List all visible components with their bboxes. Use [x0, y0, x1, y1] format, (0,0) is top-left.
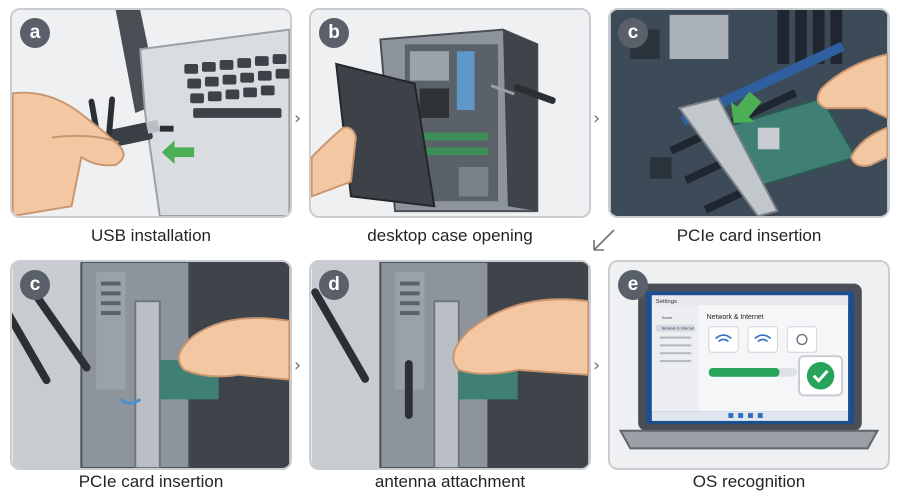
panel-e: Settings Network & Internet Home Network… — [608, 260, 890, 470]
pcie-card-rear-illustration — [12, 262, 290, 468]
arrow-right-icon: › — [593, 355, 601, 376]
arrow-right-icon: › — [294, 108, 302, 129]
antenna-attach-illustration — [311, 262, 589, 468]
arrow-diagonal-icon — [590, 228, 616, 254]
section-title: Network & Internet — [707, 314, 764, 321]
panel-c-bottom: c — [10, 260, 292, 470]
os-recognition-illustration: Settings Network & Internet Home Network… — [610, 262, 888, 468]
step-badge: e — [618, 270, 648, 300]
step-badge: b — [319, 18, 349, 48]
step-caption: PCIe card insertion — [78, 472, 224, 491]
desktop-case-open-illustration — [311, 10, 589, 216]
step-caption: OS recognition — [692, 472, 806, 491]
sidebar-item[interactable]: Network & Internet — [662, 326, 695, 331]
step-badge: a — [20, 18, 50, 48]
panel-c-top: c — [608, 8, 890, 218]
step-caption: USB installation — [90, 226, 211, 245]
step-caption: PCIe card insertion — [676, 226, 822, 245]
pcie-card-motherboard-illustration — [610, 10, 888, 216]
step-badge: c — [618, 18, 648, 48]
sidebar-item[interactable]: Home — [662, 315, 672, 320]
panel-b: b — [309, 8, 591, 218]
panel-a: a — [10, 8, 292, 218]
step-badge: d — [319, 270, 349, 300]
step-caption: antenna attachment — [374, 472, 526, 491]
usb-adapter-laptop-illustration — [12, 10, 290, 216]
panel-d: d — [309, 260, 591, 470]
arrow-right-icon: › — [294, 355, 302, 376]
arrow-right-icon: › — [593, 108, 601, 129]
step-badge: c — [20, 270, 50, 300]
step-caption: desktop case opening — [367, 226, 533, 245]
window-title: Settings — [656, 299, 677, 305]
